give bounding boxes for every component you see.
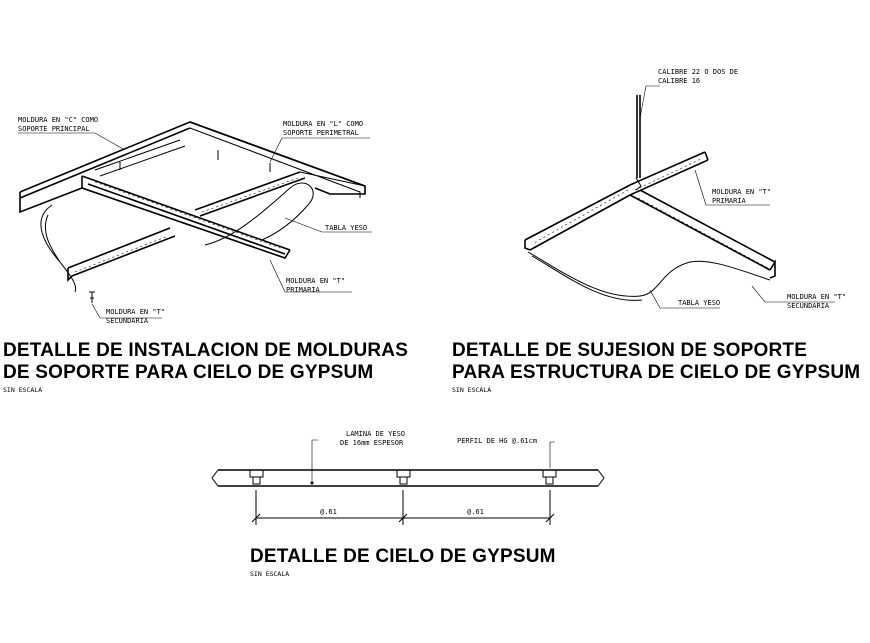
gypsum-board-edge-right [204,182,314,246]
t-primary-beam [81,175,291,259]
gypsum-board-section [218,469,598,487]
t-cross-beam [194,171,306,217]
hg-profile-right [542,470,557,485]
label-t-primaria-1: MOLDURA EN "T" PRIMARIA [286,277,349,294]
gypsum-board-edge [40,204,77,293]
detail1-title: DETALLE DE INSTALACION DE MOLDURAS DE SO… [3,340,408,384]
t-secondary-beam-2 [629,189,776,279]
dimension-line [255,490,551,525]
detail2-scale: SIN ESCALA [452,386,492,394]
t-secondary-beam [67,227,176,282]
detail3-drawing: LAMINA DE YESO DE 16mm ESPESOR PERFIL DE… [211,430,605,525]
label-l-support: MOLDURA EN "L" COMO SOPORTE PERIMETRAL [283,120,367,137]
gypsum-board-2 [527,251,771,297]
label-t-primaria-2: MOLDURA EN "T" PRIMARIA [712,188,775,205]
detail2-title-line1: DETALLE DE SUJESION DE SOPORTE [452,340,808,361]
label-lamina-yeso: LAMINA DE YESO DE 16mm ESPESOR [340,430,409,447]
hanger-wire [636,95,641,178]
dimension-right: @.61 [467,508,484,516]
detail3-scale: SIN ESCALA [250,570,290,578]
label-perfil-hg: PERFIL DE HG @.61cm [457,437,537,445]
label-c-support: MOLDURA EN "C" COMO SOPORTE PRINCIPAL [18,116,102,133]
dimension-left: @.61 [320,508,337,516]
detail2-drawing: CALIBRE 22 O DOS DE CALIBRE 16 MOLDURA E… [524,68,850,310]
t-cross-beam-2 [524,184,631,251]
label-t-secundaria-1: MOLDURA EN "T" SECUNDARIA [106,308,169,325]
detail3-title: DETALLE DE CIELO DE GYPSUM [250,546,556,567]
hg-profile-mid [396,470,411,485]
label-t-secundaria-2: MOLDURA EN "T" SECUNDARIA [787,293,850,310]
detail1-scale: SIN ESCALA [3,386,43,394]
hg-profile-left [249,470,264,485]
detail1-drawing: MOLDURA EN "C" COMO SOPORTE PRINCIPAL MO… [18,116,372,325]
label-tabla-yeso-1: TABLA YESO [325,224,367,232]
t-primary-beam-2 [629,151,709,196]
label-tabla-yeso-2: TABLA YESO [678,299,720,307]
detail2-title-line2: PARA ESTRUCTURA DE CIELO DE GYPSUM [452,362,861,383]
l-perimeter-rail [189,121,366,195]
fastener [89,291,95,303]
label-calibre: CALIBRE 22 O DOS DE CALIBRE 16 [658,68,742,85]
detail1-title-line2: DE SOPORTE PARA CIELO DE GYPSUM [3,362,374,383]
detail2-title: DETALLE DE SUJESION DE SOPORTE PARA ESTR… [452,340,860,384]
detail1-title-line1: DETALLE DE INSTALACION DE MOLDURAS [3,340,409,361]
